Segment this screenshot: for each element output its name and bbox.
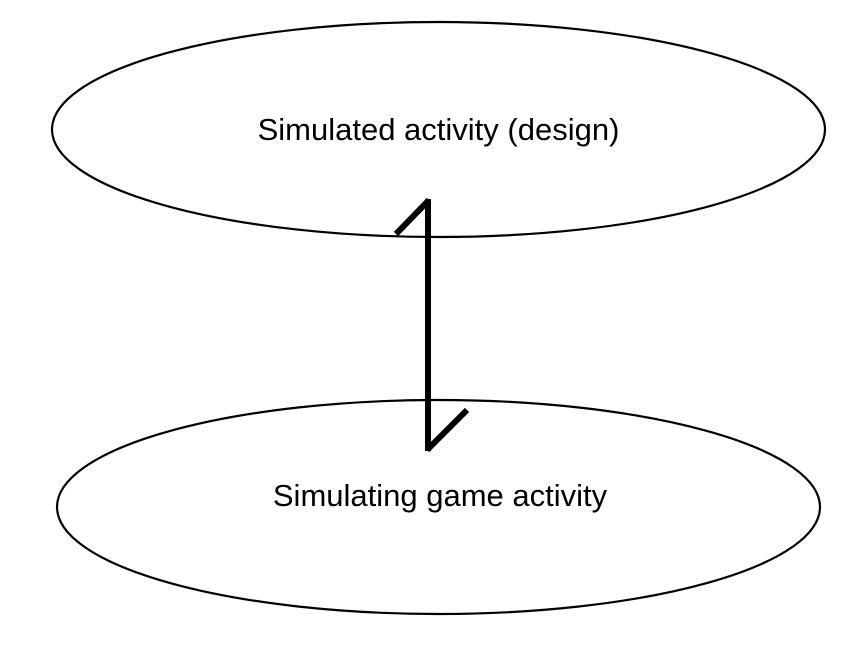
node-simulating-game-activity[interactable]: Simulating game activity [55, 398, 822, 616]
ellipse-shape-top [50, 20, 827, 239]
arrowhead-up-icon [393, 197, 432, 237]
connector-bidirectional-arrow[interactable] [393, 197, 470, 453]
arrowhead-down-icon [424, 407, 470, 453]
node-label-top: Simulated activity (design) [258, 112, 620, 147]
ellipse-shape-bottom [55, 398, 822, 616]
node-simulated-activity-design[interactable]: Simulated activity (design) [50, 20, 827, 239]
node-label-bottom: Simulating game activity [273, 478, 608, 513]
